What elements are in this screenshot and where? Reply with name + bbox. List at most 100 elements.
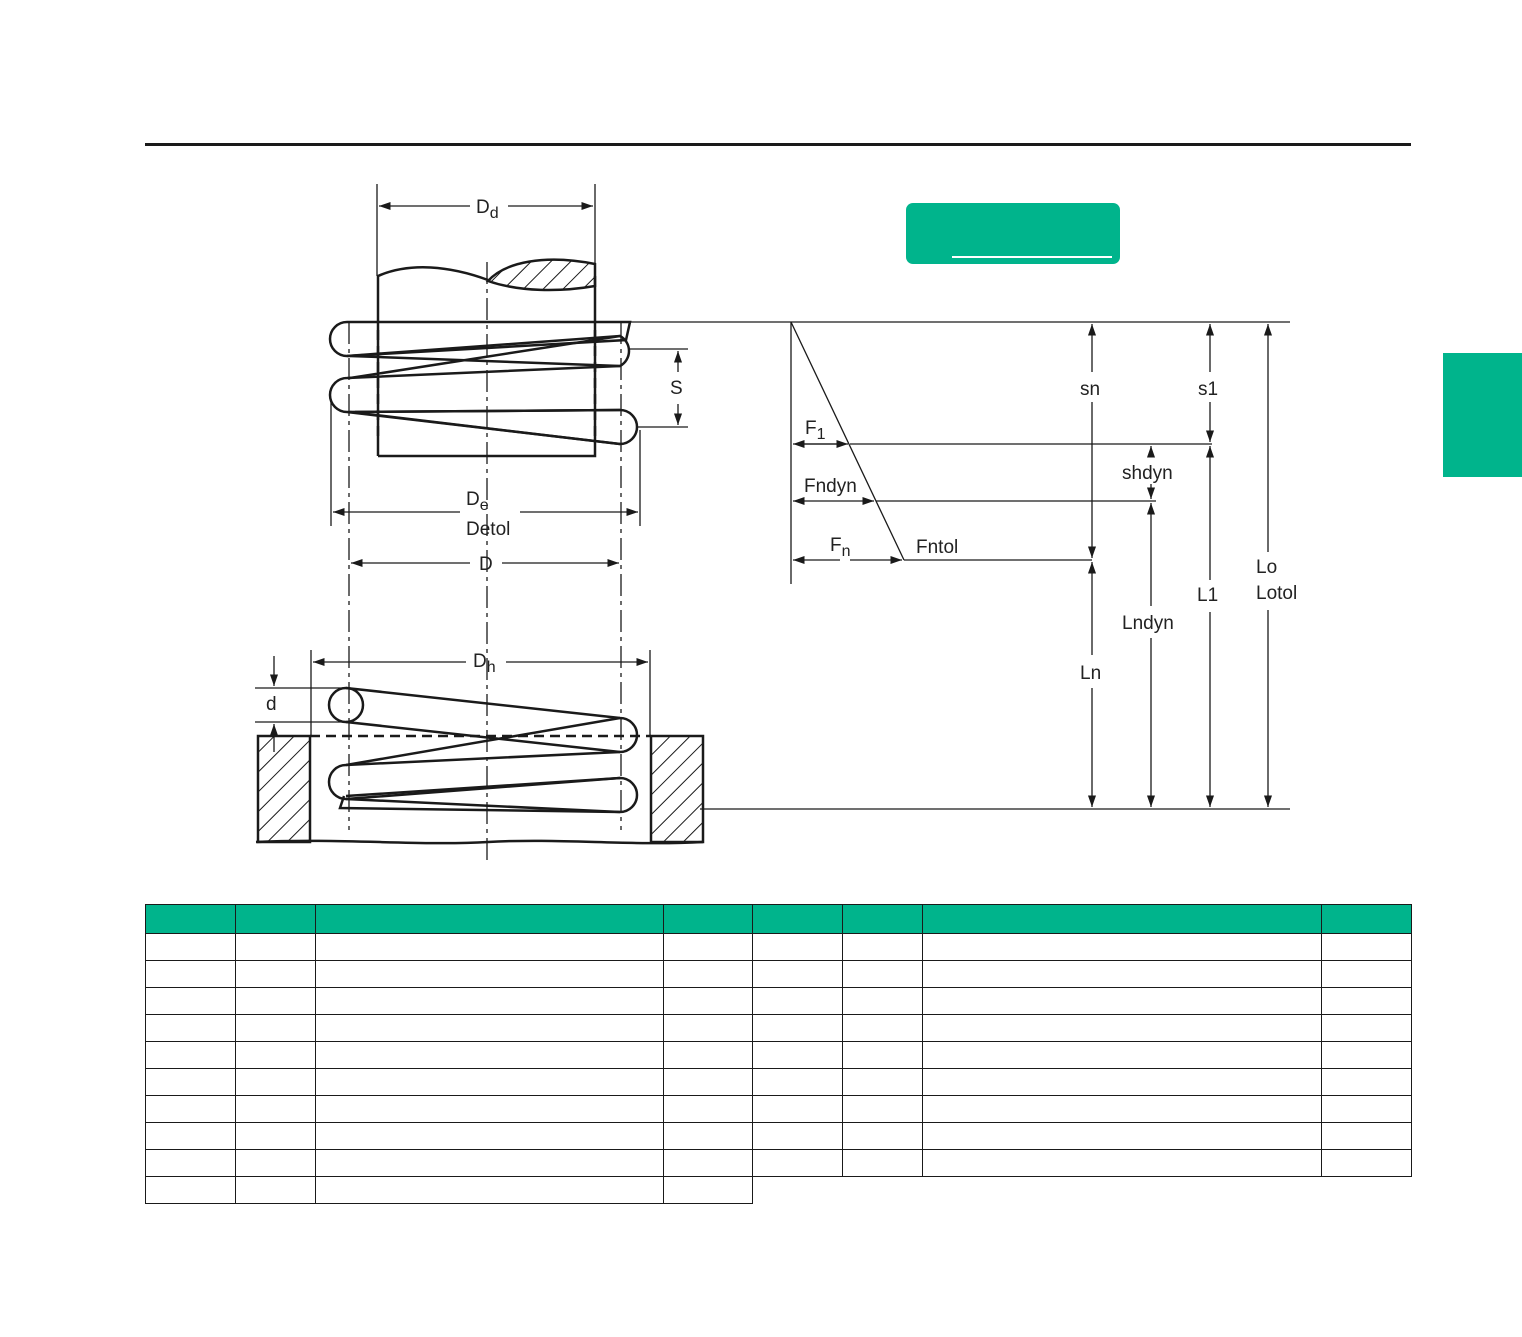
table-cell <box>922 1149 1322 1177</box>
table-cell <box>922 1122 1322 1150</box>
table-cell <box>663 1176 753 1204</box>
table-row <box>145 1041 1412 1069</box>
table-cell <box>663 933 753 961</box>
table-cell <box>922 1095 1322 1123</box>
header-cell <box>663 904 753 934</box>
header-cell <box>145 904 236 934</box>
table-cell <box>145 1122 236 1150</box>
table-cell <box>145 987 236 1015</box>
table-cell <box>1321 1014 1412 1042</box>
table-cell <box>235 1014 316 1042</box>
label-L1: L1 <box>1197 585 1218 606</box>
label-Lo: Lo <box>1256 557 1277 578</box>
section-tab[interactable] <box>1443 353 1522 477</box>
table-row <box>145 933 1412 961</box>
table-cell <box>663 1068 753 1096</box>
top-rule <box>145 143 1411 146</box>
table-cell <box>663 1095 753 1123</box>
label-S: S <box>670 378 683 399</box>
label-De: De <box>466 489 489 514</box>
header-cell <box>315 904 664 934</box>
table-row <box>145 1122 1412 1150</box>
table-cell <box>315 1176 664 1204</box>
table-cell <box>663 1122 753 1150</box>
table-cell <box>315 933 664 961</box>
label-shdyn: shdyn <box>1122 463 1173 484</box>
spring-coil-1 <box>328 320 348 358</box>
table-cell <box>842 1068 923 1096</box>
header-cell <box>842 904 923 934</box>
table-cell <box>145 1176 236 1204</box>
length-dimensions <box>1087 324 1273 807</box>
diagram-labels: Dd S De Detol D Dh d F1 Fndyn Fn Fntol s… <box>266 197 1297 715</box>
table-cell <box>922 960 1322 988</box>
label-Fntol: Fntol <box>916 537 958 558</box>
table-cell <box>842 960 923 988</box>
table-row <box>145 1095 1412 1123</box>
header-cell <box>235 904 316 934</box>
table-cell <box>663 1149 753 1177</box>
table-cell <box>315 1068 664 1096</box>
label-Ln: Ln <box>1080 663 1101 684</box>
mandrel-spring-assembly <box>328 258 639 458</box>
table-cell <box>145 1014 236 1042</box>
label-Dh: Dh <box>473 651 496 676</box>
table-row <box>145 1068 1412 1096</box>
table-cell <box>315 1014 664 1042</box>
table-cell <box>1321 933 1412 961</box>
label-Fndyn: Fndyn <box>804 476 857 497</box>
table-cell <box>235 987 316 1015</box>
mandrel-section <box>485 258 597 292</box>
table-cell <box>752 1149 843 1177</box>
table-cell <box>922 933 1322 961</box>
table-cell <box>752 933 843 961</box>
table-cell <box>1321 1122 1412 1150</box>
label-D: D <box>479 554 493 575</box>
title-badge <box>906 203 1120 264</box>
badge-underline <box>952 256 1112 258</box>
table-cell <box>235 1095 316 1123</box>
table-cell <box>842 987 923 1015</box>
table-row <box>145 1014 1412 1042</box>
table-cell <box>145 1095 236 1123</box>
label-Fn: Fn <box>830 535 851 560</box>
label-Dd: Dd <box>476 197 499 222</box>
table-body <box>145 933 1412 1204</box>
table-cell <box>315 987 664 1015</box>
table-cell <box>1321 1095 1412 1123</box>
table-cell <box>315 1149 664 1177</box>
table-cell <box>752 960 843 988</box>
table-cell <box>752 1122 843 1150</box>
label-d: d <box>266 694 277 715</box>
table-cell <box>663 960 753 988</box>
construction-lines <box>255 184 1290 860</box>
table-cell <box>235 960 316 988</box>
table-row <box>145 1176 1412 1204</box>
bore-wall-left <box>256 734 312 844</box>
table-cell <box>1321 1149 1412 1177</box>
table-cell <box>842 1122 923 1150</box>
table-cell <box>145 1041 236 1069</box>
table-cell <box>842 1014 923 1042</box>
table-cell <box>1322 1177 1412 1204</box>
spring-diagram: Dd S De Detol D Dh d F1 Fndyn Fn Fntol s… <box>255 184 1297 860</box>
table-cell <box>315 1095 664 1123</box>
table-row <box>145 987 1412 1015</box>
table-cell <box>235 1122 316 1150</box>
table-cell <box>922 1014 1322 1042</box>
table-cell <box>663 1041 753 1069</box>
table-cell <box>842 1095 923 1123</box>
table-cell <box>753 1177 843 1204</box>
label-s1: s1 <box>1198 379 1218 400</box>
table-cell <box>315 1122 664 1150</box>
label-Lndyn: Lndyn <box>1122 613 1174 634</box>
table-cell <box>842 1149 923 1177</box>
table-cell <box>842 933 923 961</box>
table-cell <box>315 960 664 988</box>
table-cell <box>145 933 236 961</box>
table-cell <box>752 1041 843 1069</box>
table-cell <box>752 1095 843 1123</box>
table-cell <box>923 1177 1322 1204</box>
table-header-row <box>145 904 1412 934</box>
header-cell <box>752 904 843 934</box>
